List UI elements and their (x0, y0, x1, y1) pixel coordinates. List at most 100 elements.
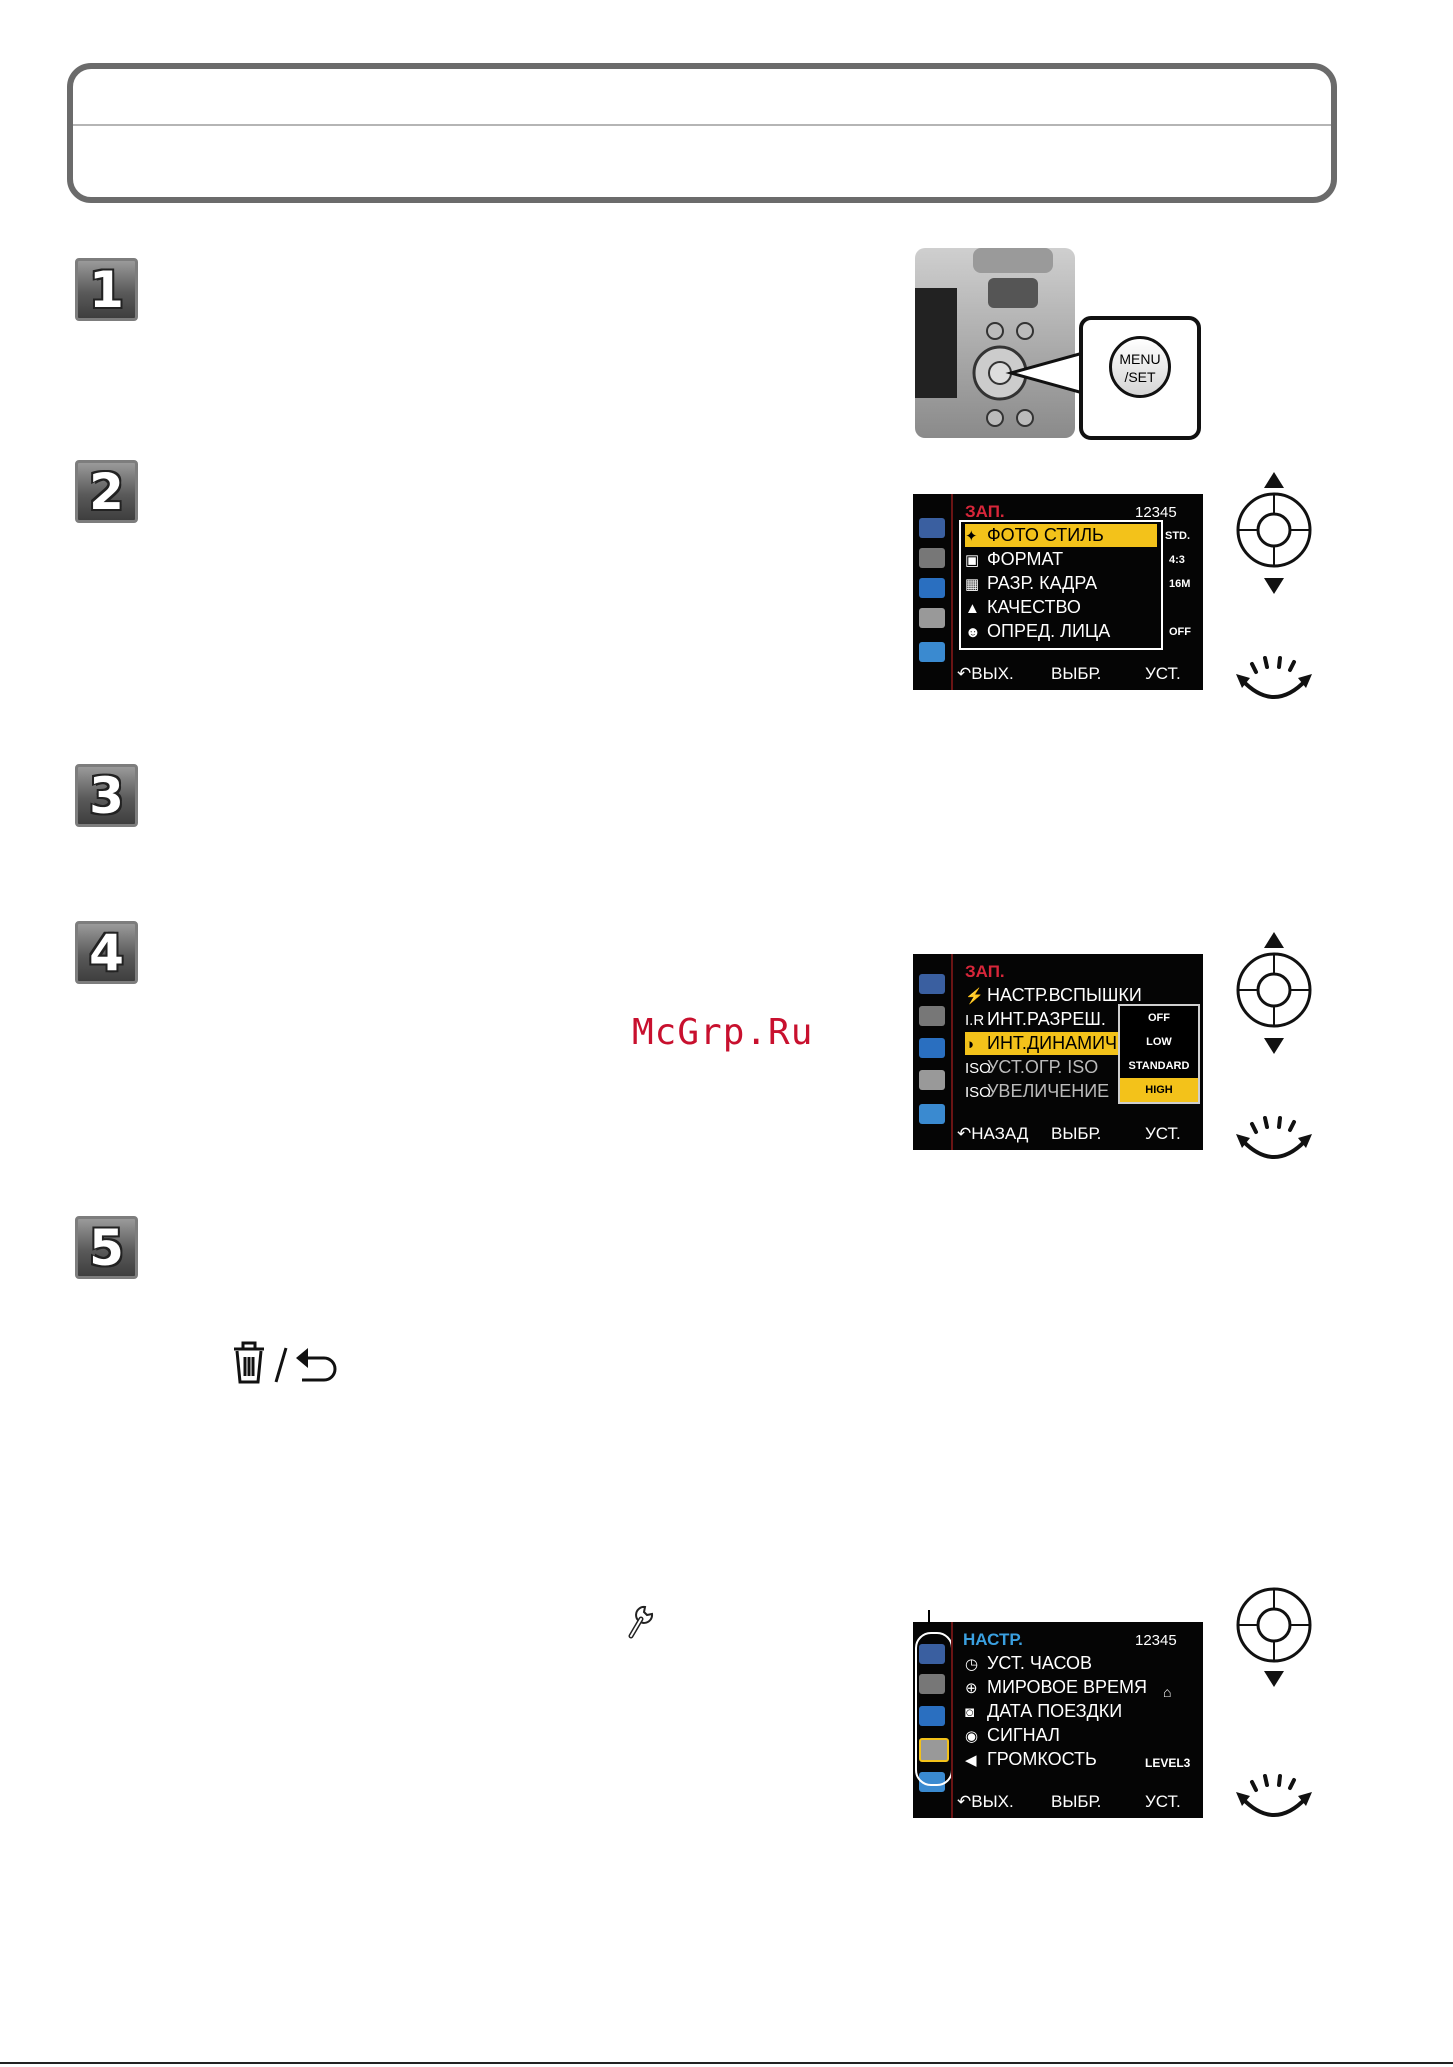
menu-item-flash[interactable]: ⚡НАСТР.ВСПЫШКИ (965, 984, 1142, 1007)
menu-item-travel-date[interactable]: ◙ДАТА ПОЕЗДКИ (965, 1700, 1122, 1723)
option-standard[interactable]: STANDARD (1128, 1060, 1190, 1072)
option-popup: OFF LOW STANDARD HIGH (1118, 1004, 1200, 1104)
footer-exit: ↶ВЫХ. (957, 664, 1014, 683)
face-detect-icon: ☻ (965, 624, 981, 641)
menu-item-quality[interactable]: ▲ КАЧЕСТВО (965, 596, 1081, 619)
custom-tab-icon (919, 1038, 945, 1058)
callout-tick (928, 1610, 930, 1624)
menu-item-beep[interactable]: ◉СИГНАЛ (965, 1724, 1060, 1747)
step-badge-1: 1 (75, 258, 138, 321)
menu-item-aspect[interactable]: ▣ФОРМАТ (965, 548, 1063, 571)
dynamic-icon: ◑ (965, 1036, 975, 1053)
menu-item-label: УСТ.ОГР. ISO (987, 1057, 1099, 1077)
menu-item-label: КАЧЕСТВО (987, 597, 1081, 617)
step-number: 2 (89, 462, 124, 521)
footer-select: ВЫБР. (1051, 664, 1102, 683)
menu-divider (951, 494, 953, 690)
page-indicator: 12345 (1135, 504, 1177, 521)
option-high[interactable]: HIGH (1120, 1078, 1198, 1102)
custom-tab-icon (919, 578, 945, 598)
step-number: 3 (89, 766, 124, 825)
menu-item-label: ОПРЕД. ЛИЦА (987, 621, 1111, 641)
option-low[interactable]: LOW (1146, 1036, 1172, 1048)
playback-tab-icon (919, 1104, 945, 1124)
film-tab-icon (919, 1006, 945, 1026)
tab-highlight-oval (915, 1632, 953, 1786)
menu-item-world-time[interactable]: ⊕МИРОВОЕ ВРЕМЯ (965, 1676, 1147, 1699)
playback-tab-icon (919, 642, 945, 662)
menu-item-photo-style[interactable]: ✦ ФОТО СТИЛЬ (965, 524, 1157, 547)
menu-item-label: РАЗР. КАДРА (987, 573, 1098, 593)
menu-item-label: НАСТР.ВСПЫШКИ (987, 985, 1142, 1005)
footer-back: ↶НАЗАД (957, 1124, 1029, 1143)
cursor-pad-down-icon (1234, 1585, 1314, 1694)
flash-icon: ⚡ (965, 988, 984, 1005)
menu-item-volume[interactable]: ◀ ГРОМКОСТЬ (965, 1748, 1097, 1771)
speaker-icon: ◀ (965, 1752, 977, 1769)
suitcase-icon: ◙ (965, 1704, 975, 1721)
volume-level: LEVEL3 (1145, 1756, 1191, 1770)
menu-item-face[interactable]: ☻ ОПРЕД. ЛИЦА (965, 620, 1110, 643)
menu-divider (951, 1622, 953, 1818)
menu-heading: ЗАП. (965, 502, 1005, 521)
footer-set: УСТ. (1145, 664, 1181, 683)
clock-icon: ◷ (965, 1656, 979, 1673)
menu-item-iso-limit[interactable]: ISOУСТ.ОГР. ISO (965, 1056, 1098, 1079)
menu-item-label: ФОРМАТ (987, 549, 1064, 569)
footer-select: ВЫБР. (1051, 1124, 1102, 1143)
menu-divider (951, 954, 953, 1150)
resolution-icon: ▦ (965, 576, 980, 593)
page-bottom-rule (0, 2062, 1453, 2064)
camera-tab-icon (919, 974, 945, 994)
value-aspect: 4:3 (1169, 554, 1185, 566)
rear-dial-icon (1232, 652, 1316, 716)
step-badge-3: 3 (75, 764, 138, 827)
menu-set-button: MENU /SET (1109, 336, 1171, 398)
page-indicator: 12345 (1135, 1632, 1177, 1649)
quality-icon: ▲ (965, 600, 980, 617)
watermark-text: McGrp.Ru (632, 1012, 814, 1053)
menu-tab-column (913, 1622, 953, 1818)
menu-item-label: МИРОВОЕ ВРЕМЯ (987, 1677, 1147, 1697)
menu-item-label: ГРОМКОСТЬ (987, 1749, 1097, 1769)
setup-tab-icon (919, 1070, 945, 1090)
section-header-box (67, 63, 1337, 203)
camera-body-photo: MENU /SET (913, 243, 1203, 443)
value-face: OFF (1169, 626, 1191, 638)
step-number: 1 (89, 260, 124, 319)
photo-style-icon: ✦ (965, 528, 978, 545)
option-off[interactable]: OFF (1148, 1012, 1170, 1024)
camera-tab-icon (919, 1644, 945, 1664)
menu-item-label: ФОТО СТИЛЬ (987, 525, 1104, 545)
value-resolution: 16M (1169, 578, 1191, 590)
film-tab-icon (919, 1674, 945, 1694)
menu-heading: НАСТР. (963, 1630, 1023, 1649)
rear-dial-icon (1232, 1112, 1316, 1176)
footer-select: ВЫБР. (1051, 1792, 1102, 1811)
menu-item-label: ИНТ.РАЗРЕШ. (987, 1009, 1106, 1029)
menu-tab-column (913, 954, 953, 1150)
home-icon: ⌂ (1163, 1684, 1172, 1700)
iso-icon: ISO (965, 1060, 991, 1077)
setup-tab-icon (919, 608, 945, 628)
cursor-pad-updown-icon (1234, 930, 1314, 1064)
menu-item-resolution[interactable]: ▦ РАЗР. КАДРА (965, 572, 1097, 595)
menu-item-iso-step[interactable]: ISOУВЕЛИЧЕНИЕ (965, 1080, 1109, 1103)
iso-step-icon: ISO (965, 1084, 991, 1101)
step-badge-4: 4 (75, 921, 138, 984)
menu-item-dynamic[interactable]: ◑ИНТ.ДИНАМИЧ (965, 1032, 1125, 1055)
menu-item-clock[interactable]: ◷ УСТ. ЧАСОВ (965, 1652, 1092, 1675)
menu-item-label: УВЕЛИЧЕНИЕ (987, 1081, 1110, 1101)
beep-icon: ◉ (965, 1728, 979, 1745)
step-badge-2: 2 (75, 460, 138, 523)
rear-dial-icon (1232, 1770, 1316, 1834)
step-number: 4 (89, 923, 124, 982)
cursor-pad-updown-icon (1234, 470, 1314, 604)
trash-return-icon (228, 1340, 343, 1390)
film-tab-icon (919, 548, 945, 568)
menu-selection-frame (959, 520, 1163, 650)
setup-menu-screen: НАСТР. 12345 ◷УСТ. ЧАСОВ ⊕МИРОВОЕ ВРЕМЯ … (913, 1622, 1203, 1818)
menu-item-label: УСТ. ЧАСОВ (987, 1653, 1093, 1673)
